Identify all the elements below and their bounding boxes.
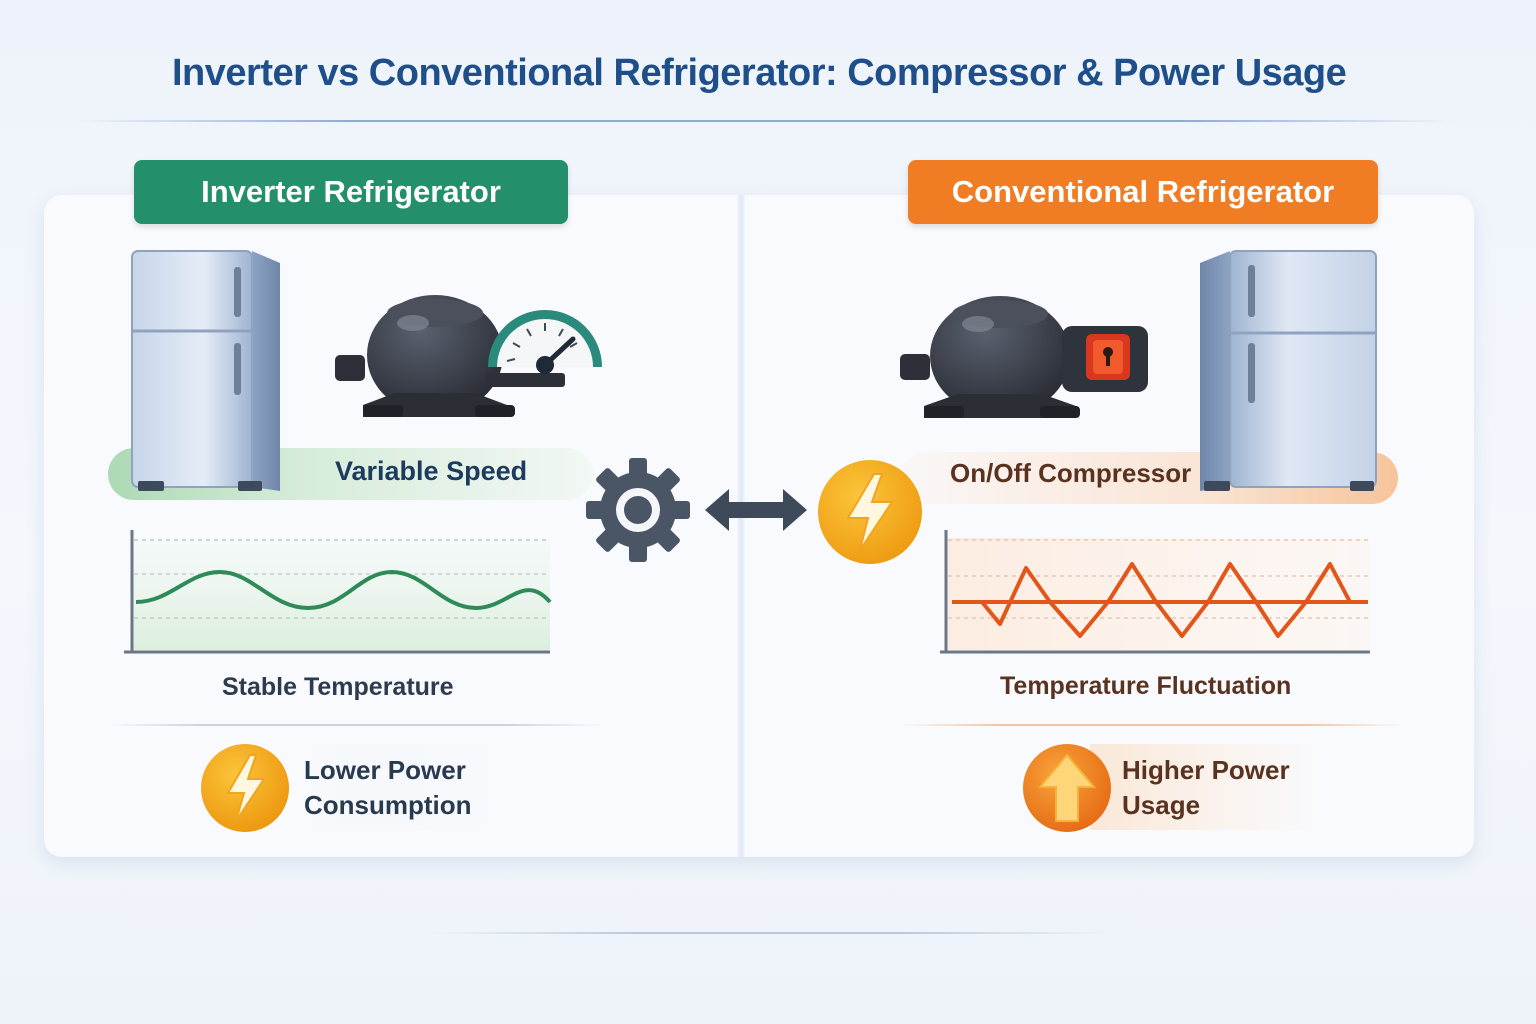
higher-power-glow (1090, 744, 1320, 830)
compressor-with-switch-icon (900, 296, 1148, 418)
bottom-divider (430, 932, 1110, 934)
right-separator (900, 724, 1405, 726)
refrigerator-icon (131, 250, 280, 491)
center-divider (737, 195, 745, 857)
lower-power-label: Lower Power Consumption (304, 755, 472, 820)
title-divider (75, 120, 1455, 122)
stable-temperature-graph (124, 530, 552, 654)
up-arrow-icon (1023, 744, 1111, 832)
temperature-fluctuation-label: Temperature Fluctuation (1000, 672, 1292, 700)
variable-speed-label: Variable Speed (335, 456, 528, 486)
temperature-fluctuation-graph (940, 530, 1370, 654)
left-separator (105, 724, 605, 726)
refrigerator-icon (1200, 250, 1377, 491)
inverter-header: Inverter Refrigerator (134, 160, 568, 224)
lower-power-glow (286, 744, 546, 830)
conventional-header: Conventional Refrigerator (908, 160, 1378, 224)
lightning-bolt-icon (201, 744, 289, 832)
lightning-bolt-icon (818, 460, 922, 564)
stable-temperature-label: Stable Temperature (222, 673, 454, 701)
gear-icon (586, 458, 690, 562)
double-arrow-icon (705, 489, 807, 531)
higher-power-label: Higher Power Usage (1122, 755, 1290, 820)
onoff-compressor-label: On/Off Compressor (950, 458, 1192, 488)
page-title: Inverter vs Conventional Refrigerator: C… (172, 52, 1347, 94)
compressor-with-gauge-icon (335, 295, 602, 417)
